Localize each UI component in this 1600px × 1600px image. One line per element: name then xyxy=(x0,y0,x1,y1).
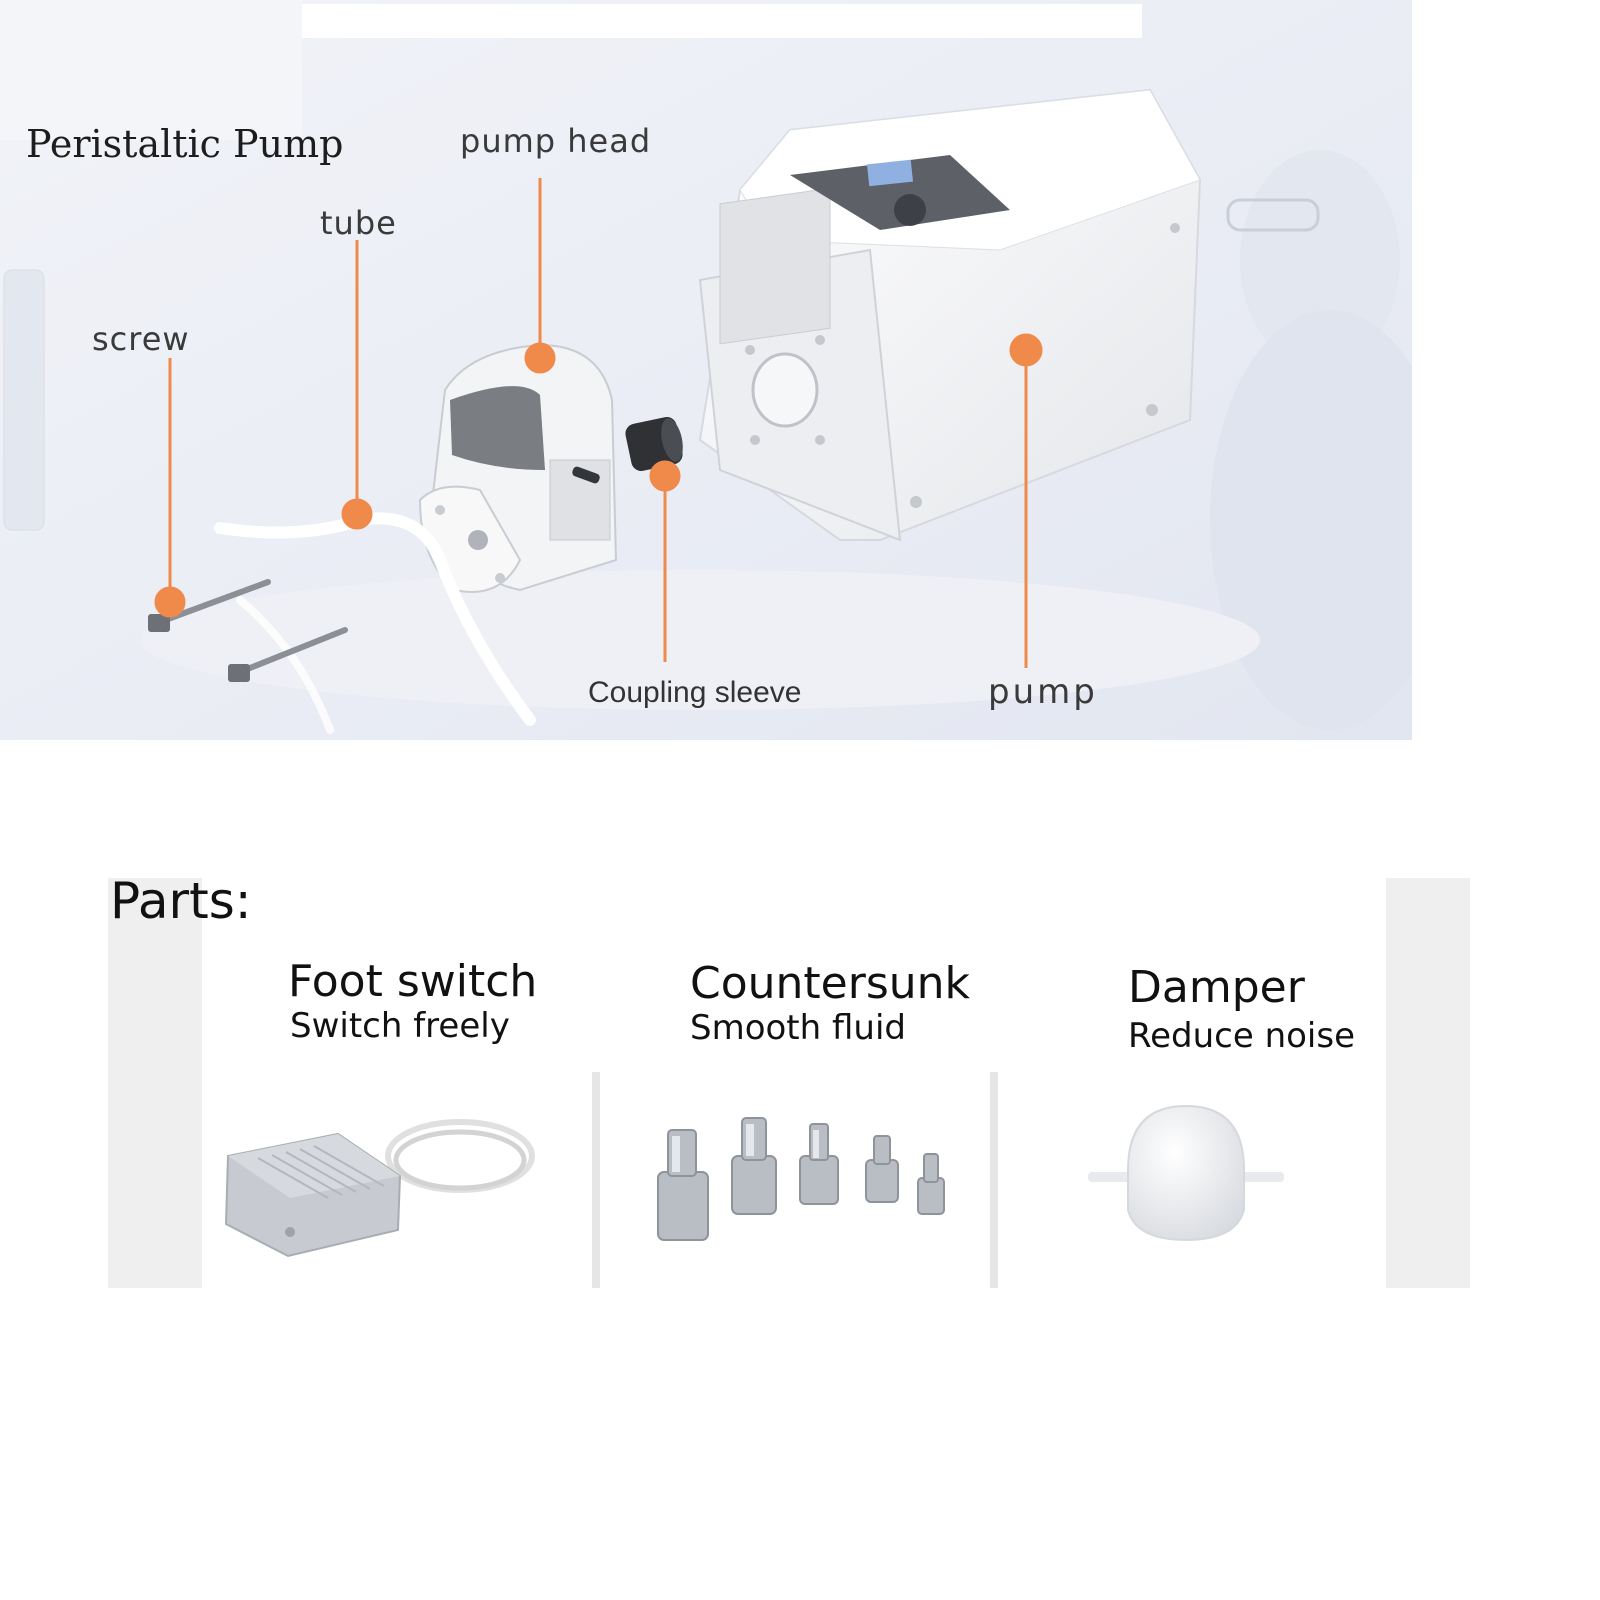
label-tube: tube xyxy=(320,204,397,242)
tube-shape xyxy=(214,512,536,726)
part-title-foot-switch: Foot switch xyxy=(288,956,538,1007)
label-coupling-sleeve: Coupling sleeve xyxy=(588,676,802,709)
label-pump: pump xyxy=(988,672,1098,712)
part-subtitle-damper: Reduce noise xyxy=(1128,1016,1355,1056)
part-subtitle-countersunk: Smooth fluid xyxy=(690,1008,906,1048)
parts-divider-2 xyxy=(990,1072,998,1288)
parts-heading: Parts: xyxy=(110,872,252,930)
label-pump-head: pump head xyxy=(460,122,652,160)
pump-marker xyxy=(1009,333,1043,367)
part-title-damper: Damper xyxy=(1128,962,1305,1013)
tube-marker xyxy=(341,498,373,530)
damper-icon xyxy=(1088,1104,1284,1242)
screw-shape xyxy=(148,579,348,682)
pump-diagram-illustration xyxy=(0,0,1412,740)
parts-left-panel xyxy=(108,878,202,1288)
part-title-countersunk: Countersunk xyxy=(690,958,971,1009)
countersunk-fittings-icon xyxy=(657,1117,945,1241)
coupling-sleeve-marker xyxy=(649,460,681,492)
part-subtitle-foot-switch: Switch freely xyxy=(290,1006,510,1046)
foot-switch-icon xyxy=(224,1119,535,1258)
pump-diagram: Peristaltic Pump pump head tube screw Co… xyxy=(0,0,1412,740)
diagram-title: Peristaltic Pump xyxy=(26,122,344,166)
label-screw: screw xyxy=(92,320,190,358)
pump-head-marker xyxy=(524,342,556,374)
screw-marker xyxy=(154,586,186,618)
parts-divider-1 xyxy=(592,1072,600,1288)
parts-right-panel xyxy=(1386,878,1470,1288)
